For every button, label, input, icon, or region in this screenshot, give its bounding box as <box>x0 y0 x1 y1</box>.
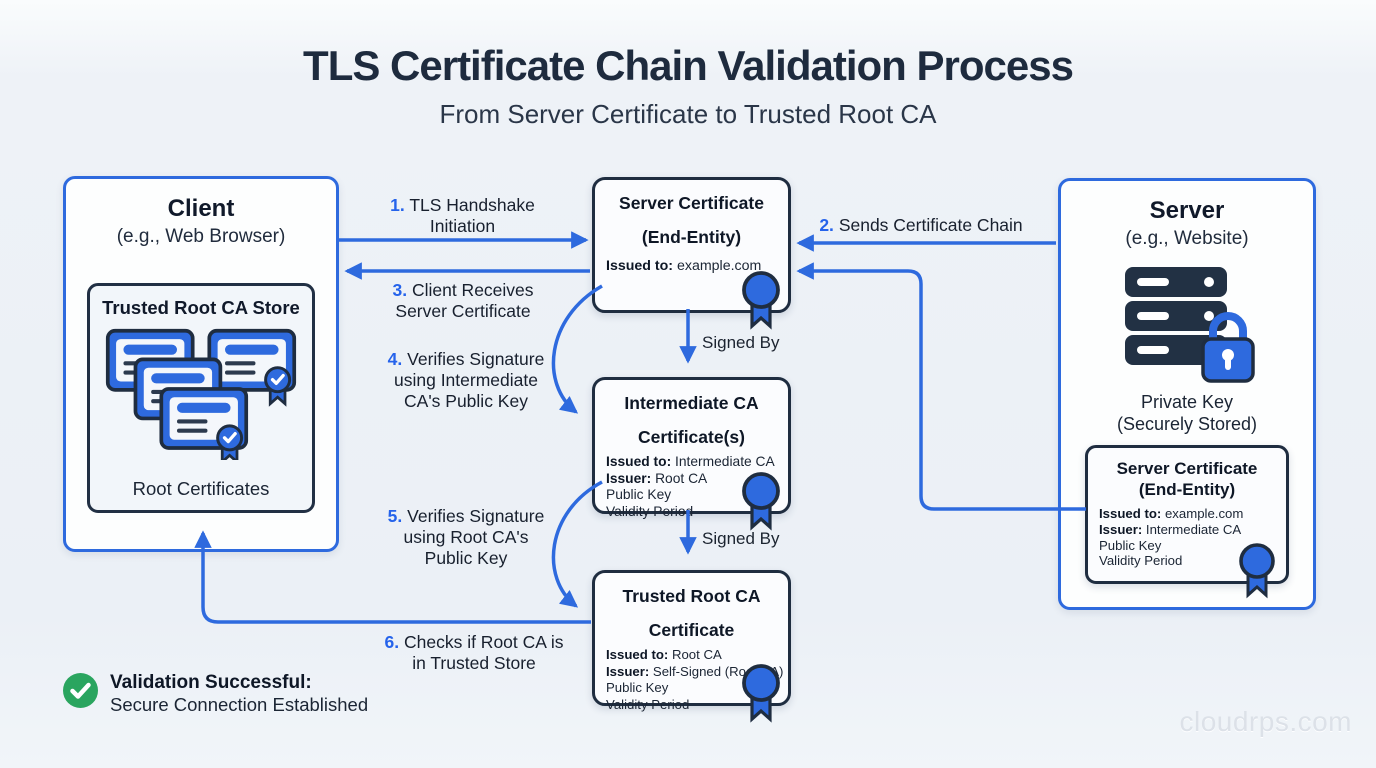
server-title: Server <box>1149 197 1225 224</box>
validation-label: Validation Successful: <box>110 672 312 693</box>
server-internal-certificate-box: Server Certificate (End-Entity) Issued t… <box>1085 445 1289 599</box>
signed-by-label-1: Signed By <box>702 333 780 352</box>
trusted-root-ca-store-box: Trusted Root CA Store <box>87 283 315 513</box>
issued-to-label: Issued to: <box>606 258 674 274</box>
issued-to-label: Issued to: <box>606 647 669 662</box>
store-title: Trusted Root CA Store <box>102 297 300 318</box>
issued-to-row: Issued to: Intermediate CA <box>606 454 788 471</box>
cert-title-line1: Server Certificate <box>619 193 764 213</box>
issuer-value: Root CA <box>655 470 708 486</box>
certificate-seal-icon <box>742 271 780 330</box>
issuer-label: Issuer: <box>606 663 650 679</box>
issued-to-value: example.com <box>1164 506 1244 521</box>
page-title: TLS Certificate Chain Validation Process <box>303 42 1074 89</box>
step-6-label: 6. Checks if Root CA is in Trusted Store <box>384 632 564 673</box>
server-stack-icon <box>1125 267 1255 383</box>
signed-by-label-2: Signed By <box>702 529 780 548</box>
intermediate-ca-certificate-box: Intermediate CA Certificate(s) Issued to… <box>592 377 791 531</box>
server-box: Server (e.g., Website) Private Key (Secu… <box>1058 178 1316 610</box>
issued-to-row: Issued to: example.com <box>1099 506 1286 522</box>
validity-period-row: Validity Period <box>606 503 694 519</box>
step-2-label: 2. Sends Certificate Chain <box>819 215 1023 235</box>
public-key-row: Public Key <box>606 680 669 695</box>
issuer-label: Issuer: <box>606 470 652 486</box>
trusted-root-ca-certificate-box: Trusted Root CA Certificate Issued to: R… <box>592 570 791 723</box>
issuer-label: Issuer: <box>1099 521 1143 537</box>
validation-status: Validation Successful: Secure Connection… <box>62 672 368 716</box>
root-certificates-stack-icon <box>105 328 297 460</box>
watermark: cloudrps.com <box>1179 706 1352 737</box>
issued-to-label: Issued to: <box>606 454 672 469</box>
step-4-label: 4. Verifies Signature using Intermediate… <box>387 349 545 411</box>
private-key-label: Private Key <box>1140 392 1234 412</box>
server-subtitle: (e.g., Website) <box>1125 228 1249 249</box>
issuer-row: Issuer: Root CA <box>606 471 788 488</box>
issued-to-value: Root CA <box>671 647 722 662</box>
cert-title-line1: Server Certificate <box>1116 459 1258 478</box>
cert-title-line2: (End-Entity) <box>1138 480 1236 499</box>
issuer-value: Intermediate CA <box>1145 521 1242 537</box>
cert-title-line2: Certificate(s) <box>638 427 745 447</box>
lock-icon <box>1201 312 1255 383</box>
client-box: Client (e.g., Web Browser) Trusted Root … <box>63 176 339 552</box>
store-caption: Root Certificates <box>132 478 270 499</box>
chain-server-certificate-box: Server Certificate (End-Entity) Issued t… <box>592 177 791 330</box>
arrow-server-cert-to-chain <box>796 262 1086 511</box>
step-3-label: 3. Client Receives Server Certificate <box>392 280 534 321</box>
client-subtitle: (e.g., Web Browser) <box>116 226 286 247</box>
issued-to-value: example.com <box>676 258 762 274</box>
check-circle-icon <box>63 673 98 708</box>
cert-title-line1: Intermediate CA <box>624 393 759 413</box>
validation-text: Secure Connection Established <box>110 694 369 715</box>
public-key-row: Public Key <box>1099 537 1162 553</box>
issued-to-label: Issued to: <box>1099 506 1162 521</box>
issued-to-row: Issued to: example.com <box>606 258 788 275</box>
cert-title-line2: Certificate <box>648 620 735 640</box>
cert-title-line2: (End-Entity) <box>641 227 742 247</box>
issued-to-value: Intermediate CA <box>675 454 775 469</box>
page-subtitle: From Server Certificate to Trusted Root … <box>439 99 937 129</box>
step-5-label: 5. Verifies Signature using Root CA's Pu… <box>387 506 545 568</box>
cert-title-line1: Trusted Root CA <box>622 586 761 606</box>
issuer-value: Self-Signed (Root CA) <box>652 663 784 679</box>
private-key-sublabel: (Securely Stored) <box>1116 414 1258 434</box>
client-title: Client <box>167 195 235 222</box>
issued-to-row: Issued to: Root CA <box>606 647 788 664</box>
step-1-label: 1. TLS Handshake Initiation <box>390 195 535 236</box>
issuer-row: Issuer: Self-Signed (Root CA) <box>606 664 788 681</box>
public-key-row: Public Key <box>606 487 672 502</box>
issuer-row: Issuer: Intermediate CA <box>1099 522 1286 538</box>
validity-period-row: Validity Period <box>1099 553 1183 569</box>
validity-period-row: Validity Period <box>606 696 690 712</box>
